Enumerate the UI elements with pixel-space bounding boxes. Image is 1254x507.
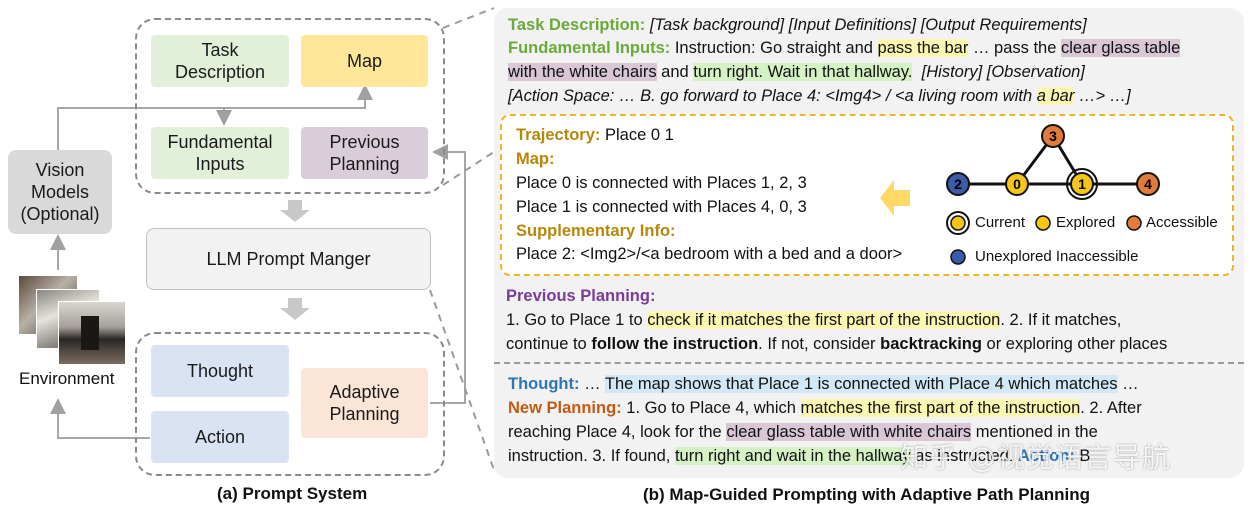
- new-planning-line-2: reaching Place 4, look for the clear gla…: [508, 421, 1098, 443]
- map-line-1: Place 0 is connected with Places 1, 2, 3: [516, 174, 807, 192]
- highlight-glass-table: clear glass table with white chairs: [726, 423, 972, 441]
- doorway-shape: [81, 316, 99, 350]
- highlight-thought: The map shows that Place 1 is connected …: [604, 375, 1118, 393]
- action-space-line: [Action Space: … B. go forward to Place …: [508, 85, 1131, 107]
- thought-text: …: [1122, 375, 1139, 393]
- fundamental-text: … pass the: [972, 39, 1057, 57]
- highlight-check-match: check if it matches the first part of th…: [647, 311, 1001, 329]
- highlight-matches-first: matches the first part of the instructio…: [800, 399, 1081, 417]
- topology-graph: 3 2 0 1 4: [880, 124, 1160, 265]
- pointing-arrow-icon: [880, 180, 910, 216]
- map-subpanel: [500, 114, 1234, 276]
- legend-accessible: Accessible: [1146, 214, 1218, 231]
- environment-label: Environment: [19, 369, 115, 388]
- highlight-pass-the-bar: pass the bar: [877, 39, 969, 57]
- prev-text: 1. Go to Place 1 to: [506, 311, 643, 329]
- node-0: 0: [1005, 172, 1029, 196]
- highlight-white-chairs: with the white chairs: [508, 63, 657, 81]
- svg-text:3: 3: [1049, 128, 1057, 144]
- previous-planning-box: Previous Planning: [301, 127, 428, 179]
- map-label: Map:: [516, 150, 555, 168]
- action-box: Action: [151, 411, 289, 463]
- svg-text:0: 0: [1013, 176, 1021, 192]
- watermark: 知乎 @视觉语言导航: [900, 441, 1171, 474]
- task-label: Task Description:: [508, 16, 646, 34]
- map-guided-caption: (b) Map-Guided Prompting with Adaptive P…: [643, 485, 1091, 504]
- prev-text: . 2. If it matches,: [1000, 311, 1122, 329]
- inputs-group: [135, 18, 445, 194]
- action-space-text: [Action Space: … B. go forward to Place …: [508, 87, 1033, 105]
- thought-line: Thought: … The map shows that Place 1 is…: [508, 373, 1139, 395]
- prev-bold-backtracking: backtracking: [880, 335, 982, 353]
- prev-text: or exploring other places: [986, 335, 1168, 353]
- section-divider: [494, 362, 1244, 364]
- previous-planning-line-2: continue to follow the instruction. If n…: [506, 333, 1167, 355]
- outputs-group: [135, 332, 445, 476]
- prompt-system-caption: (a) Prompt System: [217, 484, 368, 503]
- prompt-system-panel: Task Description Map Fundamental Inputs …: [0, 0, 480, 507]
- fundamental-label: Fundamental Inputs:: [508, 39, 671, 57]
- task-description-box: Task Description: [151, 35, 289, 87]
- history-observation: [History] [Observation]: [921, 63, 1085, 81]
- trajectory-line: Trajectory: Place 0 1: [516, 124, 674, 146]
- new-planning-line-3: instruction. 3. If found, turn right and…: [508, 445, 1090, 467]
- llm-prompt-manager-box: LLM Prompt Manger: [146, 228, 431, 290]
- np-text: . 2. After: [1080, 399, 1142, 417]
- highlight-turn-right-wait: turn right and wait in the hallway: [674, 447, 911, 465]
- legend-unexplored: Unexplored Inaccessible: [975, 248, 1139, 265]
- np-text: reaching Place 4, look for the: [508, 423, 722, 441]
- new-planning-line-1: New Planning: 1. Go to Place 4, which ma…: [508, 397, 1142, 419]
- svg-text:1: 1: [1078, 176, 1086, 192]
- node-2: 2: [946, 172, 970, 196]
- highlight-a-bar: a bar: [1036, 87, 1075, 105]
- adaptive-planning-box: Adaptive Planning: [301, 368, 428, 438]
- prev-text: continue to: [506, 335, 587, 353]
- np-text: instruction. 3. If found,: [508, 447, 671, 465]
- task-description-line: Task Description: [Task background] [Inp…: [508, 14, 1087, 36]
- np-text: 1. Go to Place 4, which: [626, 399, 796, 417]
- action-value: B: [1079, 447, 1091, 465]
- thought-label: Thought:: [508, 375, 580, 393]
- node-3: 3: [1041, 124, 1065, 148]
- np-text: mentioned in the: [975, 423, 1098, 441]
- map-box: Map: [301, 35, 428, 87]
- svg-text:4: 4: [1144, 176, 1152, 192]
- previous-planning-line-1: 1. Go to Place 1 to check if it matches …: [506, 309, 1121, 331]
- trajectory-text: Place 0 1: [604, 126, 674, 144]
- legend-explored: Explored: [1056, 214, 1116, 231]
- environment-photo: [58, 301, 126, 365]
- thought-text: …: [584, 375, 601, 393]
- fundamental-line-1: Fundamental Inputs: Instruction: Go stra…: [508, 37, 1181, 59]
- fundamental-line-2: with the white chairs and turn right. Wa…: [508, 61, 1085, 83]
- new-planning-label: New Planning:: [508, 399, 622, 417]
- trajectory-label: Trajectory:: [516, 126, 601, 144]
- thought-box: Thought: [151, 345, 289, 397]
- prev-text: . If not, consider: [758, 335, 876, 353]
- previous-planning-label: Previous Planning:: [506, 287, 656, 305]
- np-text: as instructed.: [915, 447, 1014, 465]
- highlight-turn-right: turn right. Wait in that hallway.: [693, 63, 913, 81]
- legend-current: Current: [975, 214, 1026, 231]
- prev-bold-follow: follow the instruction: [591, 335, 759, 353]
- fundamental-text: Instruction: Go straight and: [674, 39, 873, 57]
- node-1-current: 1: [1066, 168, 1098, 200]
- map-line-2: Place 1 is connected with Places 4, 0, 3: [516, 198, 807, 216]
- action-label: Action:: [1017, 447, 1075, 465]
- task-text: [Task background] [Input Definitions] [O…: [649, 16, 1087, 34]
- supplementary-text: Place 2: <Img2>/<a bedroom with a bed an…: [516, 245, 903, 263]
- fundamental-inputs-box: Fundamental Inputs: [151, 127, 289, 179]
- svg-text:2: 2: [954, 176, 962, 192]
- left-connectors: [50, 84, 466, 439]
- environment-images: [18, 275, 126, 365]
- vision-models-box: Vision Models (Optional): [8, 150, 112, 234]
- supplementary-label: Supplementary Info:: [516, 222, 676, 240]
- node-4: 4: [1136, 172, 1160, 196]
- highlight-clear-glass-table: clear glass table: [1061, 39, 1181, 57]
- fundamental-text: and: [661, 63, 689, 81]
- action-space-text: …> …]: [1078, 87, 1131, 105]
